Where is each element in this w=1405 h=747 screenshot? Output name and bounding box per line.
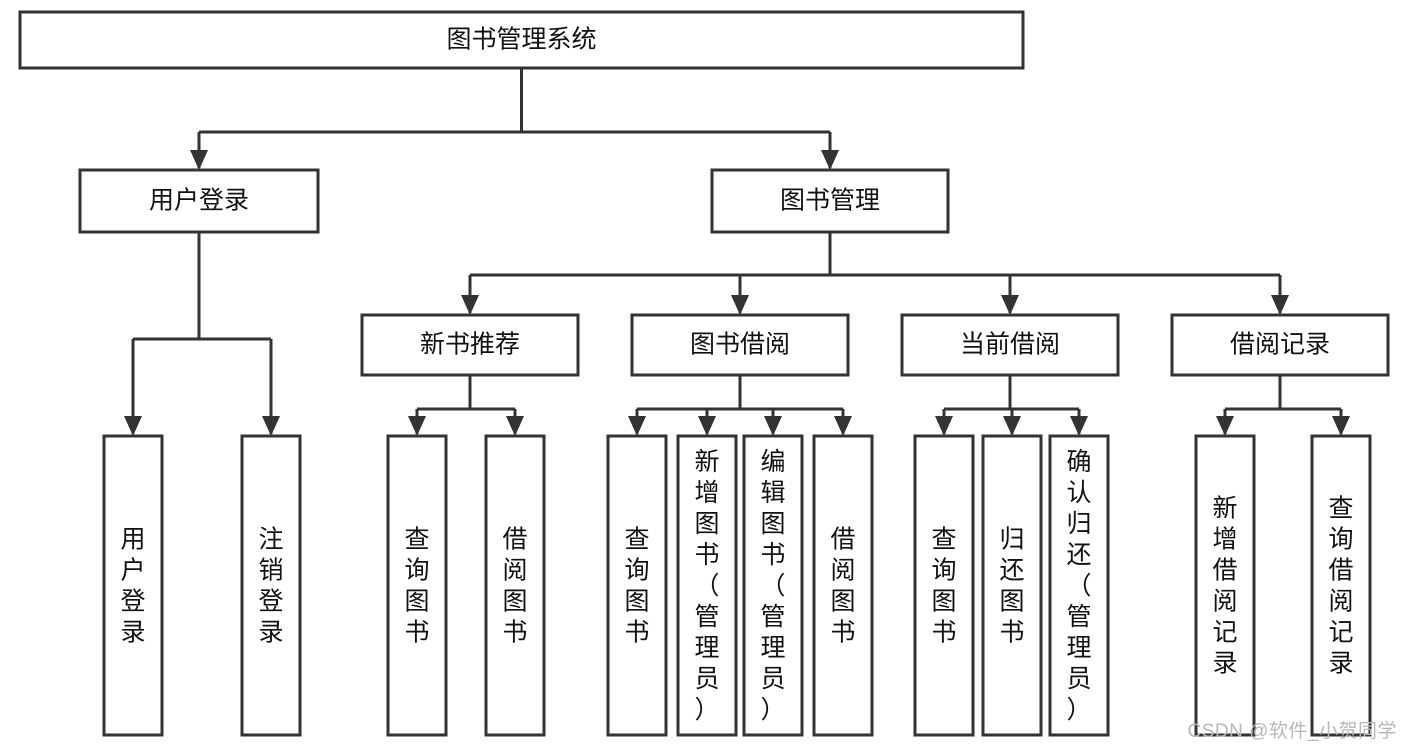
arrow-head-icon (262, 416, 280, 436)
node-l2-1-box[interactable] (710, 168, 950, 234)
node-leaf-1[interactable]: 注销登录 (240, 434, 302, 737)
node-l3-2-box[interactable] (900, 313, 1120, 377)
node-leaf-7[interactable]: 借阅图书 (812, 434, 874, 737)
node-leaf-11[interactable]: 新增借阅记录 (1194, 434, 1256, 737)
node-leaf-5-label: 新增图书（管理员） (694, 448, 719, 724)
arrow-head-icon (821, 150, 839, 170)
node-leaf-3-label: 借阅图书 (502, 526, 527, 647)
node-layer: 图书管理系统用户登录图书管理新书推荐图书借阅当前借阅借阅记录用户登录注销登录查询… (18, 10, 1390, 737)
arrow-head-icon (1001, 295, 1019, 315)
node-leaf-12-box[interactable] (1310, 434, 1372, 737)
arrow-head-icon (1003, 416, 1021, 436)
arrow-head-icon (1271, 295, 1289, 315)
node-leaf-4-label: 查询图书 (624, 526, 649, 647)
node-leaf-1-label: 注销登录 (258, 526, 283, 647)
node-l2-0-box[interactable] (78, 168, 320, 234)
node-l3-0[interactable]: 新书推荐 (360, 313, 580, 377)
node-leaf-3[interactable]: 借阅图书 (484, 434, 546, 737)
arrow-head-icon (628, 416, 646, 436)
node-leaf-9-label: 归还图书 (999, 526, 1024, 647)
node-root-system-box[interactable] (18, 10, 1025, 70)
node-leaf-8-box[interactable] (913, 434, 975, 737)
node-leaf-10-box[interactable] (1048, 434, 1110, 737)
node-root-system[interactable]: 图书管理系统 (18, 10, 1025, 70)
node-leaf-9[interactable]: 归还图书 (981, 434, 1043, 737)
node-root-system-label: 图书管理系统 (446, 26, 596, 54)
node-l3-3-box[interactable] (1170, 313, 1390, 377)
arrow-head-icon (408, 416, 426, 436)
node-leaf-4-box[interactable] (606, 434, 668, 737)
arrow-head-icon (935, 416, 953, 436)
arrow-head-icon (461, 295, 479, 315)
node-leaf-2-label: 查询图书 (404, 526, 429, 647)
node-leaf-7-box[interactable] (812, 434, 874, 737)
node-leaf-7-label: 借阅图书 (830, 526, 855, 647)
arrow-head-icon (1332, 416, 1350, 436)
node-leaf-5-box[interactable] (676, 434, 738, 737)
node-l2-0[interactable]: 用户登录 (78, 168, 320, 234)
arrow-head-icon (698, 416, 716, 436)
node-leaf-10[interactable]: 确认归还（管理员） (1048, 434, 1110, 737)
node-l3-2-label: 当前借阅 (960, 331, 1060, 359)
arrow-head-icon (731, 295, 749, 315)
node-l3-0-box[interactable] (360, 313, 580, 377)
node-l2-1-label: 图书管理 (780, 187, 880, 215)
node-leaf-6-box[interactable] (742, 434, 804, 737)
node-l2-1[interactable]: 图书管理 (710, 168, 950, 234)
node-leaf-0-label: 用户登录 (120, 526, 145, 647)
node-leaf-2-box[interactable] (386, 434, 448, 737)
node-leaf-12[interactable]: 查询借阅记录 (1310, 434, 1372, 737)
node-l3-2[interactable]: 当前借阅 (900, 313, 1120, 377)
node-leaf-0-box[interactable] (102, 434, 164, 737)
node-leaf-6-label: 编辑图书（管理员） (760, 448, 785, 724)
node-l3-0-label: 新书推荐 (420, 331, 520, 359)
node-leaf-2[interactable]: 查询图书 (386, 434, 448, 737)
arrow-head-icon (190, 150, 208, 170)
node-leaf-1-box[interactable] (240, 434, 302, 737)
node-l3-1-box[interactable] (630, 313, 850, 377)
node-leaf-9-box[interactable] (981, 434, 1043, 737)
node-l2-0-label: 用户登录 (149, 187, 249, 215)
node-l3-1[interactable]: 图书借阅 (630, 313, 850, 377)
arrow-head-icon (1070, 416, 1088, 436)
arrow-head-icon (764, 416, 782, 436)
arrow-head-icon (834, 416, 852, 436)
connector-layer (124, 68, 1350, 436)
node-leaf-0[interactable]: 用户登录 (102, 434, 164, 737)
node-leaf-11-box[interactable] (1194, 434, 1256, 737)
node-leaf-5[interactable]: 新增图书（管理员） (676, 434, 738, 737)
arrow-head-icon (506, 416, 524, 436)
arrow-head-icon (124, 416, 142, 436)
node-leaf-8[interactable]: 查询图书 (913, 434, 975, 737)
arrow-head-icon (1216, 416, 1234, 436)
node-leaf-10-label: 确认归还（管理员） (1066, 448, 1091, 724)
node-l3-3-label: 借阅记录 (1230, 331, 1330, 359)
node-leaf-4[interactable]: 查询图书 (606, 434, 668, 737)
node-l3-3[interactable]: 借阅记录 (1170, 313, 1390, 377)
node-l3-1-label: 图书借阅 (690, 331, 790, 359)
node-leaf-12-label: 查询借阅记录 (1328, 495, 1353, 678)
node-leaf-8-label: 查询图书 (931, 526, 956, 647)
node-leaf-11-label: 新增借阅记录 (1212, 495, 1237, 678)
node-leaf-6[interactable]: 编辑图书（管理员） (742, 434, 804, 737)
node-leaf-3-box[interactable] (484, 434, 546, 737)
